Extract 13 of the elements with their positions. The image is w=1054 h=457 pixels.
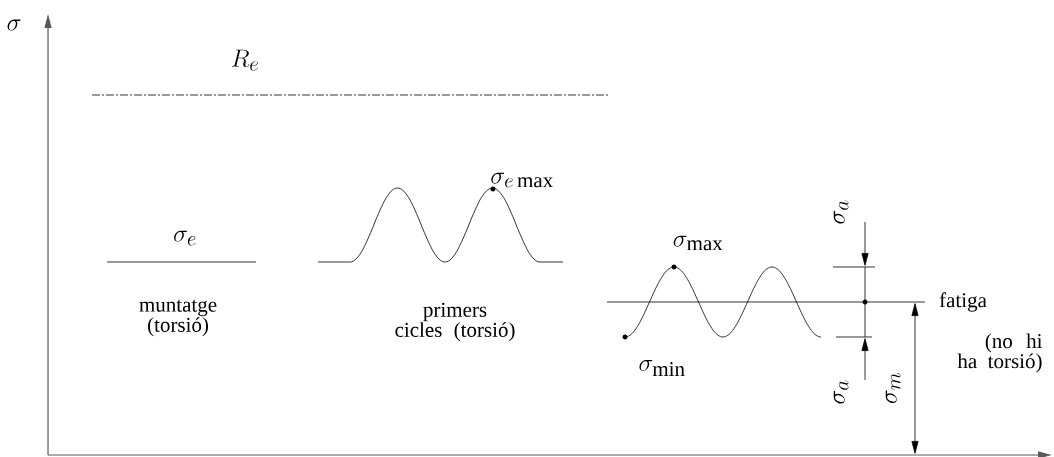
symbol-label: $\sigma_{\mathrm{max}}$ bbox=[673, 235, 723, 251]
caption-text: muntatge (torsió) bbox=[139, 299, 217, 337]
symbol-label: $\sigma_m$ bbox=[885, 373, 901, 404]
caption-text: fatiga bbox=[939, 292, 987, 312]
caption-text: (no hi ha torsió) bbox=[957, 333, 1043, 373]
symbol-label: $R_e$ bbox=[231, 49, 258, 71]
caption-text: primers cicles (torsió) bbox=[395, 302, 515, 342]
symbol-label: $\sigma_e$ bbox=[174, 230, 196, 246]
axis-label: $\sigma$ bbox=[7, 19, 21, 31]
symbol-label: $\sigma_{e\,\mathrm{max}}$ bbox=[491, 172, 553, 188]
symbol-label: $\sigma_a$ bbox=[833, 380, 849, 404]
symbol-label: $\sigma_a$ bbox=[833, 200, 849, 224]
symbol-label: $\sigma_{\mathrm{min}}$ bbox=[639, 359, 685, 376]
